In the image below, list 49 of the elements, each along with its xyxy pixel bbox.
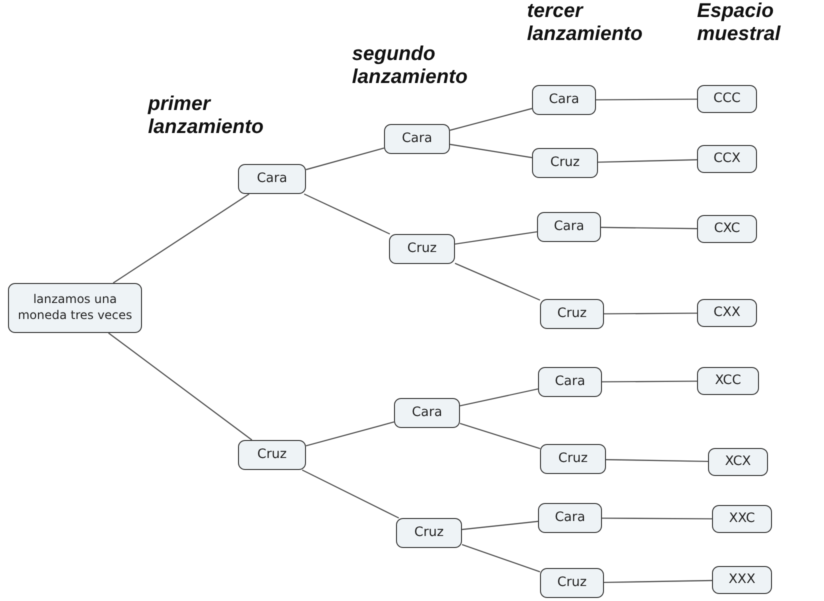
outcome-node: Cara: [537, 212, 601, 242]
connector-line: [602, 380, 697, 382]
connector-line: [302, 469, 400, 519]
connector-line: [462, 520, 538, 530]
connector-line: [460, 422, 540, 450]
outcome-node: Cara: [238, 164, 306, 194]
column-heading: segundo lanzamiento: [352, 43, 469, 89]
outcome-node: Cara: [394, 398, 460, 428]
connector-line: [596, 98, 697, 100]
connector-line: [454, 262, 540, 301]
connector-line: [606, 459, 708, 462]
outcome-node: Cruz: [396, 518, 462, 548]
outcome-node: Cara: [538, 367, 602, 397]
outcome-node: Cruz: [540, 299, 604, 329]
column-heading: primer lanzamiento: [148, 93, 265, 139]
outcome-node: Cara: [538, 503, 602, 533]
column-heading: Espacio muestral: [697, 0, 782, 46]
connector-line: [306, 148, 384, 170]
connector-line: [604, 312, 697, 314]
connector-line: [450, 108, 532, 131]
connector-line: [454, 231, 538, 245]
outcome-node: Cruz: [540, 568, 604, 598]
connector-line: [602, 518, 712, 520]
outcome-node: Cara: [532, 85, 596, 115]
outcome-node: lanzamos una moneda tres veces: [8, 283, 142, 333]
outcome-node: XCX: [708, 448, 768, 476]
connector-line: [460, 388, 538, 406]
connector-line: [462, 544, 540, 572]
outcome-node: XXC: [712, 505, 772, 533]
connector-line: [304, 193, 390, 235]
column-heading: tercer lanzamiento: [527, 0, 644, 46]
outcome-node: Cruz: [532, 148, 598, 178]
outcome-node: CCX: [697, 145, 757, 173]
outcome-node: XXX: [712, 566, 772, 594]
connector-line: [601, 226, 697, 230]
outcome-node: Cruz: [238, 440, 306, 470]
outcome-node: CCC: [697, 85, 757, 113]
outcome-node: CXX: [697, 299, 757, 327]
connector-line: [108, 332, 252, 440]
connector-line: [450, 144, 532, 158]
outcome-node: Cara: [384, 124, 450, 154]
outcome-node: Cruz: [389, 234, 455, 264]
connector-line: [306, 421, 394, 446]
outcome-node: CXC: [697, 215, 757, 243]
connector-line: [604, 580, 712, 584]
outcome-node: XCC: [697, 367, 759, 395]
connector-line: [112, 194, 250, 284]
connector-line: [598, 159, 698, 163]
outcome-node: Cruz: [540, 444, 606, 474]
